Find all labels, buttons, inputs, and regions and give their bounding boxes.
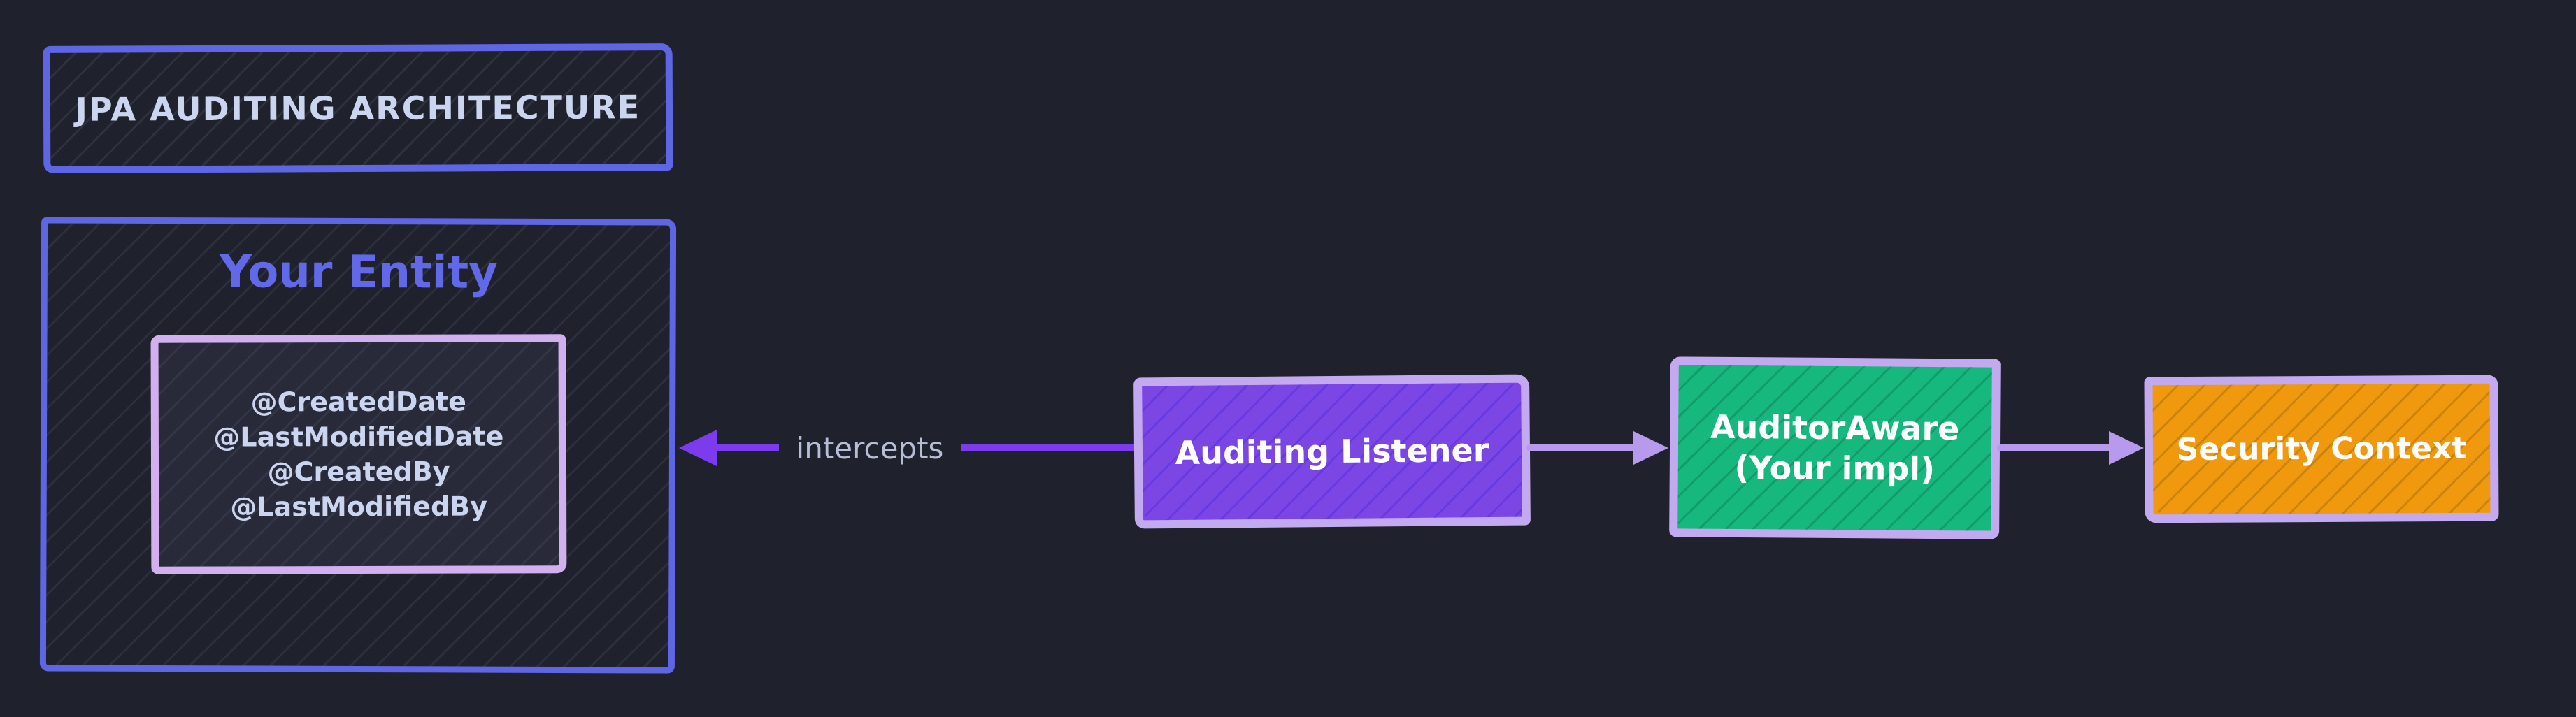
intercepts-label: intercepts xyxy=(779,426,961,470)
annotation-created-date: @CreatedDate xyxy=(250,386,466,418)
intercepts-arrowhead-icon xyxy=(679,430,717,466)
entity-box: Your Entity @CreatedDate @LastModifiedDa… xyxy=(39,217,677,674)
node-auditing-listener-label: Auditing Listener xyxy=(1175,431,1489,472)
diagram-title-box: JPA AUDITING ARCHITECTURE xyxy=(43,43,673,173)
node-auditor-aware-label-line2: (Your impl) xyxy=(1734,448,1935,488)
node-security-context: Security Context xyxy=(2144,375,2499,523)
connector-auditoraware-to-security xyxy=(1997,431,2144,465)
node-auditor-aware: AuditorAware (Your impl) xyxy=(1669,356,2001,539)
node-auditing-listener: Auditing Listener xyxy=(1133,374,1531,529)
entity-title: Your Entity xyxy=(219,246,498,299)
node-security-context-label: Security Context xyxy=(2176,430,2467,468)
annotation-last-modified-date: @LastModifiedDate xyxy=(213,421,504,453)
connector-listener-to-auditoraware xyxy=(1526,431,1668,465)
connector-arrowhead-icon xyxy=(1633,431,1668,465)
node-auditor-aware-label-line1: AuditorAware xyxy=(1710,407,1960,448)
entity-annotations-box: @CreatedDate @LastModifiedDate @CreatedB… xyxy=(150,334,567,574)
connector-arrowhead-icon xyxy=(2109,431,2144,465)
diagram-title: JPA AUDITING ARCHITECTURE xyxy=(75,88,641,129)
annotation-created-by: @CreatedBy xyxy=(267,456,450,488)
annotation-last-modified-by: @LastModifiedBy xyxy=(230,491,488,523)
